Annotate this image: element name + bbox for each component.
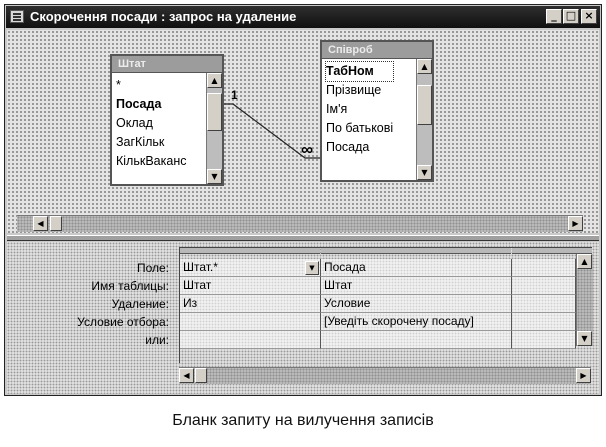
grid-cell-field[interactable]: Посада	[321, 259, 512, 277]
relationship-one-label: 1	[231, 88, 238, 102]
scroll-thumb[interactable]	[417, 85, 432, 125]
table-pane: 1 ∞ Штат * Посада Оклад ЗагКільк КількВа…	[7, 30, 599, 233]
relationship-many-label: ∞	[301, 140, 314, 159]
grid-cell-criteria[interactable]: [Уведіть скорочену посаду]	[321, 313, 512, 331]
grid-cell-field[interactable]: Штат.*	[180, 259, 321, 277]
figure-caption: Бланк запиту на вилучення записів	[172, 412, 434, 429]
grid-cell-or[interactable]	[180, 331, 321, 349]
grid-cell-delete[interactable]: Условие	[321, 295, 512, 313]
field-item[interactable]: Оклад	[116, 116, 153, 130]
grid-cell-field[interactable]	[512, 259, 576, 277]
scroll-down-icon[interactable]: ▼	[207, 169, 222, 184]
scroll-left-icon[interactable]: ◀	[33, 216, 48, 231]
scroll-thumb[interactable]	[195, 368, 207, 383]
table-pane-hscroll[interactable]: ◀ ▶	[17, 215, 583, 232]
scroll-thumb[interactable]	[207, 93, 222, 131]
field-list-title[interactable]: Штат	[112, 56, 222, 73]
field-item[interactable]: *	[116, 78, 121, 92]
field-item-key[interactable]: ТабНом	[324, 61, 395, 82]
scroll-up-icon[interactable]: ▲	[207, 73, 222, 88]
scroll-right-icon[interactable]: ▶	[568, 216, 583, 231]
column-selector[interactable]	[180, 248, 320, 254]
scroll-up-icon[interactable]: ▲	[417, 59, 432, 74]
grid-hscroll[interactable]: ◀ ▶	[179, 367, 591, 384]
field-item[interactable]: Прізвище	[326, 83, 382, 97]
grid-cell-table[interactable]	[512, 277, 576, 295]
title-bar[interactable]: Скорочення посади : запрос на удаление _…	[6, 6, 600, 28]
design-grid-pane: Поле: Имя таблицы: Удаление: Условие отб…	[7, 242, 599, 394]
window-title: Скорочення посади : запрос на удаление	[30, 9, 297, 24]
field-item[interactable]: Ім'я	[326, 102, 348, 116]
minimize-button[interactable]: _	[546, 9, 562, 24]
close-button[interactable]: ×	[581, 9, 597, 24]
field-list-scrollbar[interactable]: ▲ ▼	[206, 73, 222, 184]
grid-cell-delete[interactable]	[512, 295, 576, 313]
field-item-key[interactable]: Посада	[116, 97, 162, 111]
grid-cell-or[interactable]	[512, 331, 576, 349]
scroll-thumb[interactable]	[50, 216, 62, 231]
pane-splitter[interactable]	[7, 235, 599, 241]
column-selector[interactable]	[512, 248, 592, 254]
maximize-button[interactable]: □	[563, 9, 579, 24]
query-window: Скорочення посади : запрос на удаление _…	[4, 4, 602, 396]
grid-cell-or[interactable]	[321, 331, 512, 349]
scroll-down-icon[interactable]: ▼	[417, 165, 432, 180]
dropdown-arrow-icon[interactable]: ▼	[305, 261, 319, 275]
grid-cell-table[interactable]: Штат	[321, 277, 512, 295]
scroll-down-icon[interactable]: ▼	[577, 331, 592, 346]
query-icon	[10, 10, 24, 23]
grid-vscroll[interactable]: ▲ ▼	[576, 254, 593, 346]
relationship-line	[223, 103, 321, 159]
scroll-right-icon[interactable]: ▶	[576, 368, 591, 383]
grid-cell-criteria[interactable]	[512, 313, 576, 331]
row-label-field: Поле:	[136, 261, 169, 275]
field-item[interactable]: Посада	[326, 140, 370, 154]
grid-cell-delete[interactable]: Из	[180, 295, 321, 313]
field-item[interactable]: ЗагКільк	[116, 135, 165, 149]
row-label-delete: Удаление:	[111, 297, 169, 311]
column-selector[interactable]	[321, 248, 511, 254]
row-label-or: или:	[145, 333, 169, 347]
design-grid: Штат.* ▼ Штат Из Посада Штат Условие [Ув…	[179, 247, 593, 363]
field-item[interactable]: По батькові	[326, 121, 394, 135]
scroll-up-icon[interactable]: ▲	[577, 254, 592, 269]
grid-cell-table[interactable]: Штат	[180, 277, 321, 295]
field-list-scrollbar[interactable]: ▲ ▼	[416, 59, 432, 180]
field-item[interactable]: КількВаканс	[116, 154, 187, 168]
row-label-table: Имя таблицы:	[91, 279, 169, 293]
grid-cell-criteria[interactable]	[180, 313, 321, 331]
field-list-title[interactable]: Співроб	[322, 42, 432, 59]
scroll-left-icon[interactable]: ◀	[179, 368, 194, 383]
field-list-spivrob[interactable]: Співроб ТабНом Прізвище Ім'я По батькові…	[320, 40, 434, 182]
row-label-criteria: Условие отбора:	[77, 315, 169, 329]
field-list-shtat[interactable]: Штат * Посада Оклад ЗагКільк КількВаканс…	[110, 54, 224, 186]
